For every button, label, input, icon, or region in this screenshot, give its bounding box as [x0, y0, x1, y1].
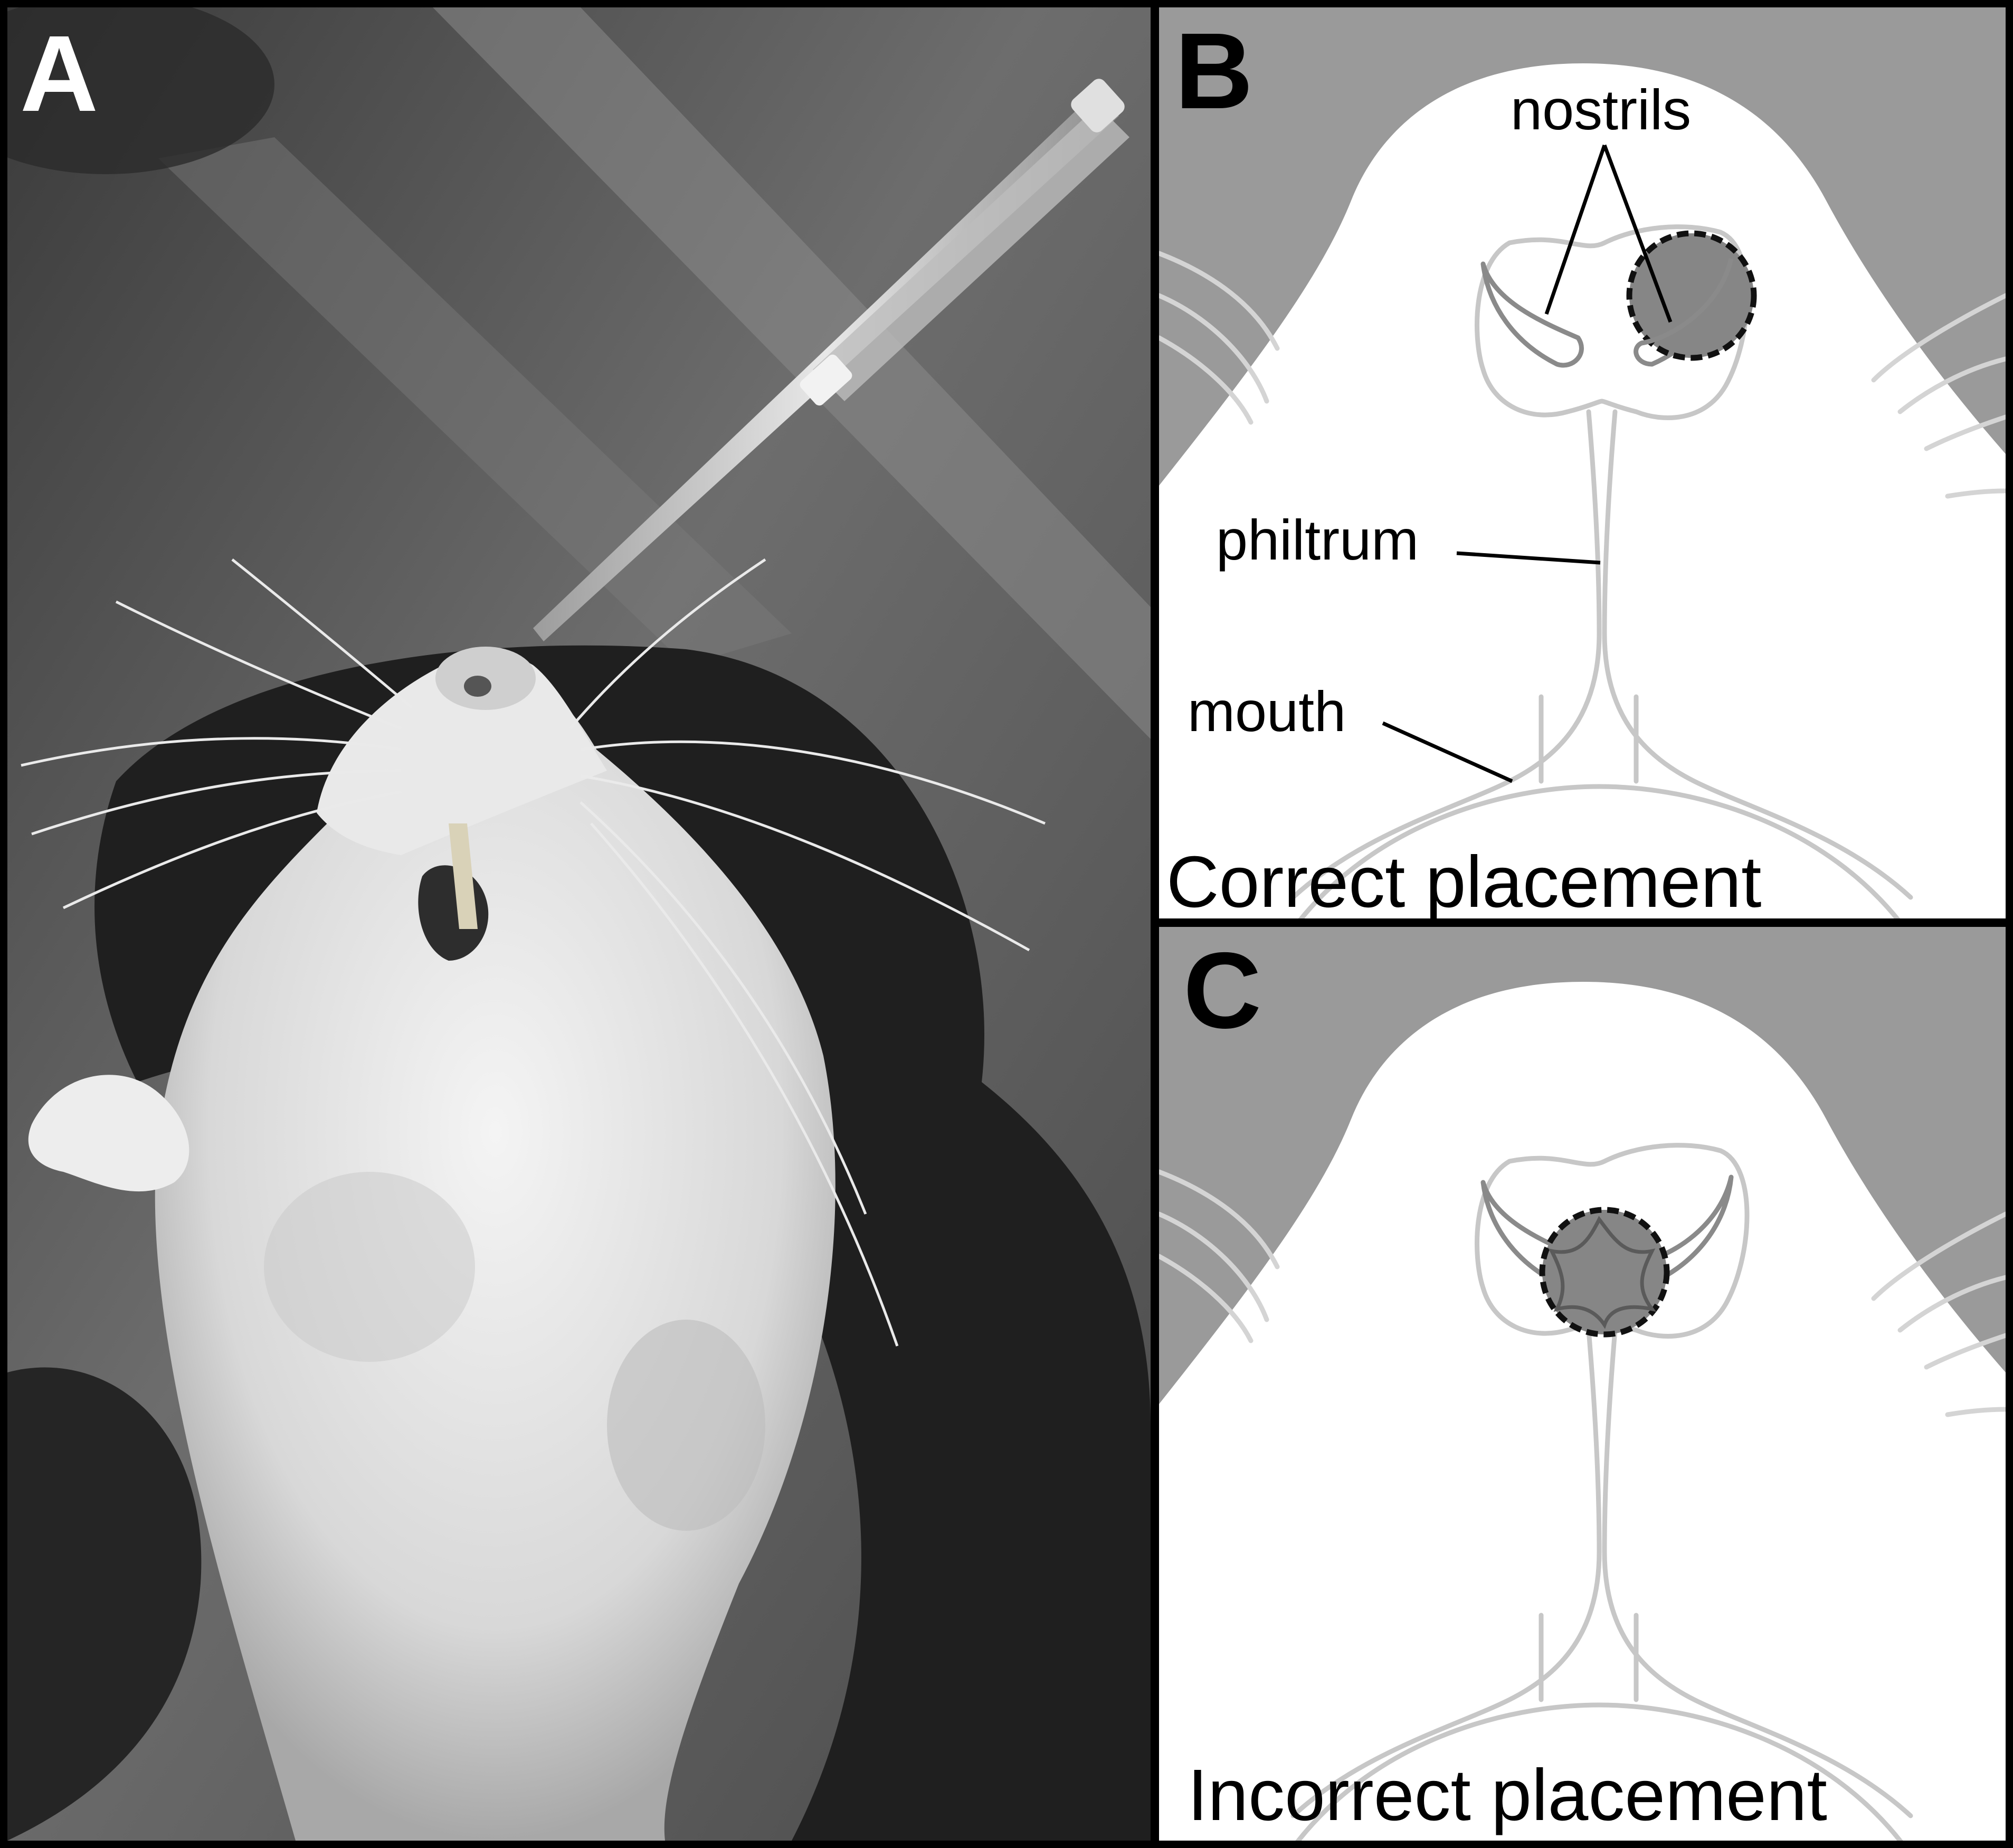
- light-streak: [433, 7, 1151, 739]
- right-nostril-overlay: [1641, 258, 1734, 346]
- whiskers-right: [1871, 1211, 2006, 1417]
- dark-cloth-left: [7, 1367, 202, 1841]
- fur-shading: [607, 1320, 765, 1531]
- panel-a-letter: A: [20, 13, 98, 134]
- snout-silhouette: [1159, 982, 2006, 1841]
- whiskers-left: [1159, 1169, 1280, 1343]
- droplet-incorrect: [1539, 1207, 1670, 1338]
- nostril-photo: [464, 676, 491, 697]
- mouth-outline: [1298, 784, 1900, 918]
- nostrils-leader: [1544, 144, 1673, 323]
- caption-correct: Correct placement: [1166, 841, 1761, 923]
- panel-c-letter: C: [1183, 930, 1261, 1051]
- droplet-inner-shape: [1548, 1216, 1657, 1329]
- philtrum-leader: [1456, 551, 1601, 565]
- mouse-snout: [317, 653, 607, 855]
- lip-lines: [1539, 1613, 1639, 1702]
- pipette-ring: [800, 354, 852, 406]
- divider-horizontal: [1159, 918, 2006, 927]
- whiskers-left: [1159, 251, 1280, 425]
- mouth-leader: [1382, 721, 1513, 783]
- nose-pad-outline: [1474, 1143, 1750, 1339]
- label-nostrils: nostrils: [1511, 78, 1691, 141]
- droplet-correct: [1626, 230, 1757, 361]
- philtrum-left-line: [1290, 1328, 1602, 1818]
- mouse-body: [155, 659, 835, 1841]
- caption-incorrect: Incorrect placement: [1188, 1755, 1827, 1836]
- label-philtrum: philtrum: [1216, 508, 1419, 572]
- philtrum-left-line: [1290, 409, 1602, 900]
- snout-silhouette: [1159, 63, 2006, 918]
- pipette-shaft: [813, 106, 1129, 401]
- mouth-outline: [1295, 1702, 1903, 1841]
- photo-whiskers: [21, 558, 1046, 1347]
- philtrum-right-line: [1602, 1328, 1913, 1818]
- label-mouth: mouth: [1188, 679, 1346, 743]
- pipette-ring: [1071, 79, 1125, 132]
- fur-shading: [264, 1172, 475, 1362]
- panel-b-letter: B: [1175, 11, 1253, 131]
- panel-b: nostrils philtrum mouth B Correct placem…: [1159, 7, 2006, 923]
- panel-c: C Incorrect placement: [1159, 927, 2006, 1841]
- left-nostril: [1480, 261, 1584, 368]
- divider-vertical: [1151, 0, 1159, 1848]
- philtrum-right-line: [1602, 409, 1913, 900]
- mouse-paw: [28, 1075, 189, 1192]
- whiskers-right: [1871, 293, 2006, 499]
- nose-pad-outline: [1474, 224, 1750, 420]
- dark-blob: [7, 7, 274, 174]
- panel-a: A: [7, 7, 1151, 1841]
- mouse-incisors: [449, 823, 478, 929]
- lip-lines: [1539, 694, 1639, 784]
